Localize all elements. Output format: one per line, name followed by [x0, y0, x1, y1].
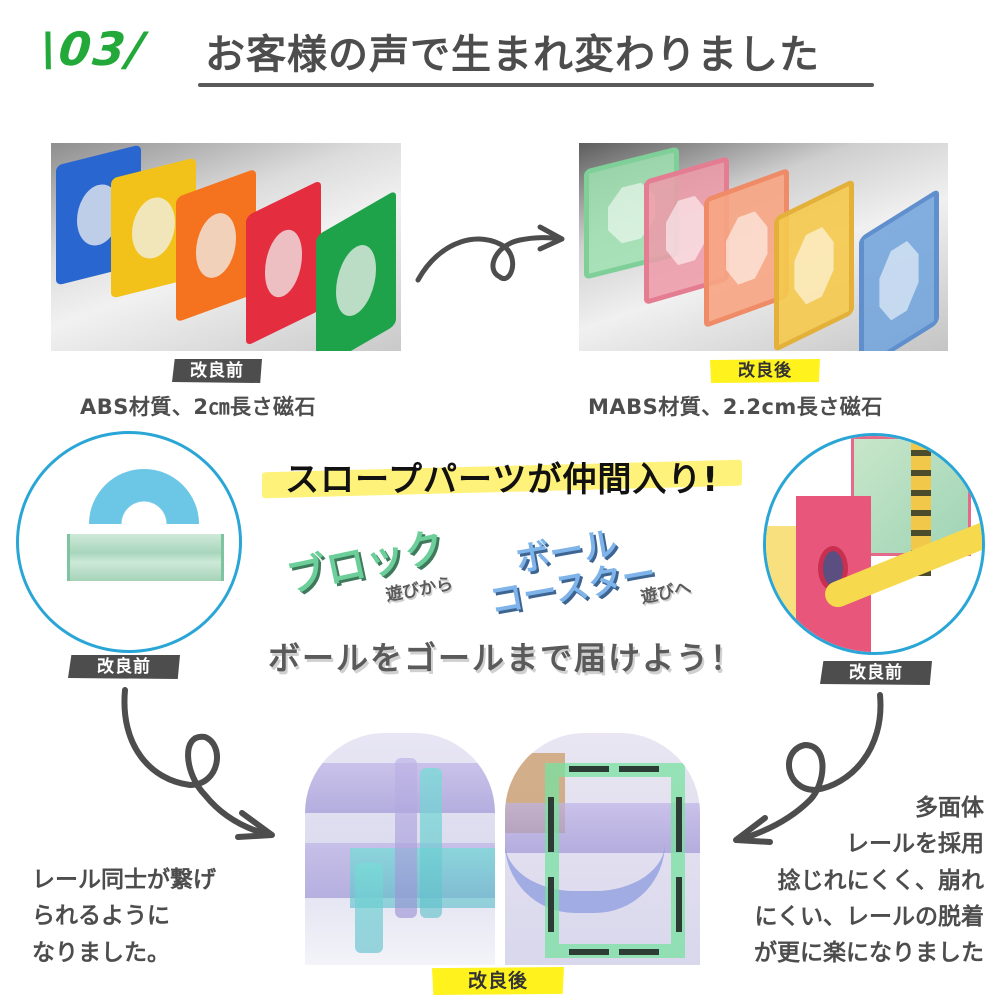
right-note-line: 多面体	[915, 795, 984, 821]
right-note-line: 捻じれにくく、崩れ	[777, 867, 984, 894]
call-to-action: ボールをゴールまで届けよう！	[268, 639, 745, 677]
curly-arrow-down-right-icon	[121, 687, 275, 840]
section-number: \03/	[37, 22, 149, 76]
tile-sky	[859, 188, 939, 351]
green-magnet-tile	[545, 763, 685, 958]
before-rail-circle	[763, 433, 985, 655]
right-note-line: が更に楽になりました	[754, 940, 984, 967]
connected-rails-image	[305, 733, 495, 965]
right-note: 多面体 レールを採用 捻じれにくく、崩れ にくい、レールの脱着 が更に楽になりま…	[754, 790, 984, 972]
polyhedral-rail-image	[505, 733, 700, 965]
right-circle-tag: 改良前	[820, 661, 932, 685]
left-note: レール同士が繋げ られるように なりました。	[32, 862, 216, 971]
after-photo	[579, 143, 948, 351]
arch-rail-part	[89, 469, 199, 524]
curly-arrow-down-left-icon	[733, 692, 884, 845]
tile-red	[246, 179, 321, 347]
tile-green	[316, 189, 396, 351]
before-photo	[51, 143, 401, 351]
left-note-line: レール同士が繋げ	[32, 867, 216, 893]
left-note-line: なりました。	[32, 939, 170, 966]
left-note-line: られるように	[32, 903, 170, 930]
before-caption: ABS材質、2㎝長さ磁石	[80, 395, 316, 419]
straight-rail-part	[67, 534, 224, 581]
after-caption: MABS材質、2.2cm長さ磁石	[588, 395, 883, 419]
left-circle-tag: 改良前	[68, 655, 180, 679]
right-note-line: にくい、レールの脱着	[754, 903, 984, 930]
before-slope-circle	[16, 431, 242, 653]
bottom-after-tag: 改良後	[432, 967, 564, 995]
headline-block: スロープパーツが仲間入り!	[262, 452, 742, 500]
loop-arrow-right-icon	[415, 224, 565, 283]
after-rail-photo	[305, 733, 700, 965]
before-tag: 改良前	[172, 359, 262, 383]
title-underline	[198, 83, 874, 87]
headline: スロープパーツが仲間入り!	[285, 460, 719, 500]
after-tag: 改良後	[710, 359, 820, 383]
right-note-line: レールを採用	[846, 831, 984, 858]
page-title: お客様の声で生まれ変わりました	[205, 32, 820, 78]
